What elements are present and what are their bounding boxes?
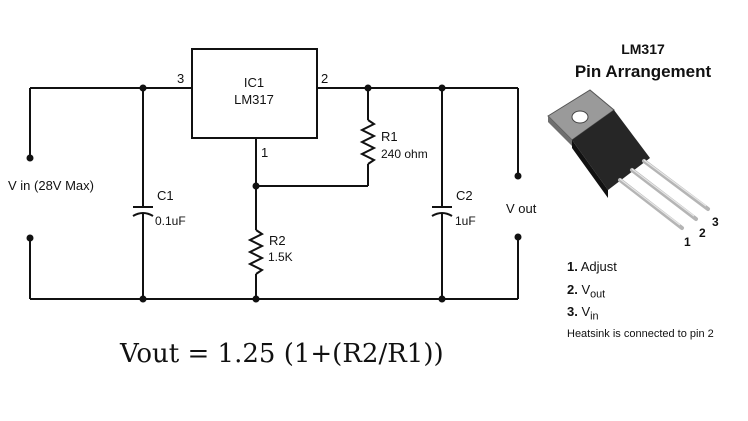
lead-2-highlight [631, 168, 695, 217]
lead-number-3: 3 [712, 215, 719, 229]
lead-3-highlight [643, 159, 707, 207]
heatsink-note: Heatsink is connected to pin 2 [567, 327, 714, 340]
vin-terminal-top [26, 154, 34, 162]
r2-ref: R2 [269, 233, 286, 248]
r1-value: 240 ohm [381, 147, 428, 161]
ic1-part: LM317 [234, 92, 274, 107]
pin-row-1: 1. Adjust [567, 258, 714, 281]
ic1-pin3-label: 3 [177, 71, 184, 86]
lead-2 [630, 168, 698, 221]
lead-number-2: 2 [699, 226, 706, 240]
junction-dot [252, 295, 260, 303]
junction-dot [364, 84, 372, 92]
pin-number: 3. [567, 304, 578, 320]
vout-terminal-top [514, 172, 522, 180]
c1-value: 0.1uF [155, 214, 186, 228]
r2-value: 1.5K [268, 250, 293, 264]
lead-number-1: 1 [684, 235, 691, 249]
heatsink-edge [548, 116, 572, 146]
vin-terminal-bottom [26, 234, 34, 242]
ic1-box [191, 48, 318, 139]
c2-ref: C2 [456, 188, 473, 203]
c2-plate-bottom [431, 212, 453, 217]
package-body-side [572, 140, 608, 198]
pin-description-list: 1. Adjust 2. Vout 3. Vin Heatsink is con… [567, 258, 714, 340]
pin-row-2: 2. Vout [567, 281, 714, 304]
lead-1-highlight [619, 178, 681, 226]
vout-terminal-bottom [514, 233, 522, 241]
pin-number: 1. [567, 259, 578, 274]
ic1-ref: IC1 [244, 75, 264, 90]
ic1-pin2-label: 2 [321, 71, 328, 86]
c1-ref: C1 [157, 188, 174, 203]
junction-dot [252, 182, 260, 190]
junction-dot [139, 84, 147, 92]
package-part-label: LM317 [621, 41, 665, 57]
pin-name: V [581, 281, 591, 297]
r1-resistor [359, 119, 377, 165]
pin-row-3: 3. Vin [567, 303, 714, 326]
r2-resistor [247, 229, 265, 275]
c2-value: 1uF [455, 214, 476, 228]
mounting-hole [571, 110, 589, 124]
lead-1 [618, 178, 684, 230]
pin-name: Adjust [580, 259, 617, 274]
pin-name-subscript: out [590, 288, 606, 301]
junction-dot [139, 295, 147, 303]
r1-ref: R1 [381, 129, 398, 144]
junction-dot [438, 295, 446, 303]
pin-name-subscript: in [590, 310, 599, 323]
pin-name: V [581, 304, 591, 320]
lead-3 [642, 159, 710, 211]
vin-label: V in (28V Max) [8, 178, 94, 193]
vout-label: V out [506, 201, 537, 216]
ic1-pin1-label: 1 [261, 145, 268, 160]
output-formula: Vout = 1.25 (1+(R2/R1)) [119, 339, 444, 369]
junction-dot [438, 84, 446, 92]
c1-plate-bottom [132, 212, 154, 217]
pin-number: 2. [567, 281, 578, 297]
package-title: Pin Arrangement [575, 62, 712, 81]
to220-package-image [547, 89, 710, 230]
